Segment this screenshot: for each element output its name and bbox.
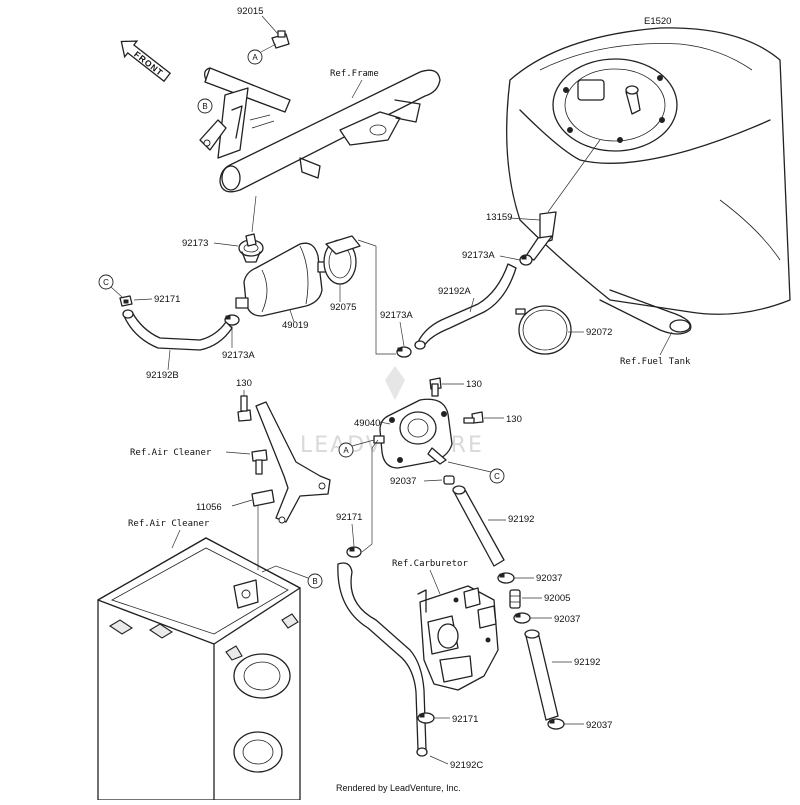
bolt-92015 <box>271 30 290 49</box>
label-92173: 92173 <box>182 238 208 249</box>
label-11056: 11056 <box>196 502 222 513</box>
label-92171-mid: 92171 <box>336 512 362 523</box>
ref-air-cleaner-1: Ref.Air Cleaner <box>130 448 212 458</box>
label-92037-top: 92037 <box>390 476 416 487</box>
marker-a-mid <box>338 442 354 458</box>
marker-c-left <box>98 274 114 290</box>
label-130-right: 130 <box>506 414 522 425</box>
label-92037-c: 92037 <box>586 720 612 731</box>
clamp-92171-mid <box>346 546 362 558</box>
bolt-air-cleaner <box>251 449 268 475</box>
label-92171-left: 92171 <box>154 294 180 305</box>
front-label: FRONT <box>132 49 165 78</box>
band-92072 <box>515 305 572 355</box>
bolt-130-left <box>237 395 252 422</box>
marker-c-left-text: C <box>103 278 109 287</box>
bracket-11056 <box>251 401 331 524</box>
clamp-92173 <box>238 233 264 263</box>
clamp-92173a-mid <box>396 346 412 358</box>
label-92075: 92075 <box>330 302 356 313</box>
fuel-tap-13159 <box>525 211 557 261</box>
front-arrow-icon: FRONT <box>120 40 172 83</box>
clamp-92037-a <box>497 572 515 584</box>
label-130-left: 130 <box>236 378 252 389</box>
fuel-pump-49040 <box>373 398 453 469</box>
hose-92192b <box>122 309 233 351</box>
clamp-92037-top <box>443 475 455 485</box>
label-92037-a: 92037 <box>536 573 562 584</box>
ref-carburetor-label: Ref.Carburetor <box>392 559 468 569</box>
fuel-tank <box>506 27 791 335</box>
clamp-92171-low <box>417 712 435 724</box>
marker-a-top-text: A <box>252 53 258 62</box>
label-92192-low: 92192 <box>574 657 600 668</box>
label-92192b: 92192B <box>146 370 179 381</box>
label-92171-low: 92171 <box>452 714 478 725</box>
clamp-92037-b <box>513 612 531 624</box>
label-92192-top: 92192 <box>508 514 534 525</box>
hose-92192c <box>337 562 428 757</box>
hose-92192a <box>414 263 517 350</box>
label-92173a-mid: 92173A <box>380 310 413 321</box>
clamp-92173a-left <box>224 314 240 326</box>
marker-b-low-text: B <box>312 577 317 586</box>
ref-frame-label: Ref.Frame <box>330 69 379 79</box>
ref-fuel-tank-label: Ref.Fuel Tank <box>620 357 691 367</box>
bolt-130-top <box>429 377 442 397</box>
clamp-92173a-right <box>519 254 533 266</box>
label-92173a-left: 92173A <box>222 350 255 361</box>
label-130-top: 130 <box>466 379 482 390</box>
marker-a-top <box>247 49 263 65</box>
ref-air-cleaner-2: Ref.Air Cleaner <box>128 519 210 529</box>
band-92075 <box>323 235 361 285</box>
frame-bracket <box>199 119 227 151</box>
label-92072: 92072 <box>586 327 612 338</box>
label-49040: 49040 <box>354 418 380 429</box>
marker-c-mid-text: C <box>494 472 500 481</box>
label-49019: 49019 <box>282 320 308 331</box>
footer-credit: Rendered by LeadVenture, Inc. <box>336 783 461 793</box>
label-92005: 92005 <box>544 593 570 604</box>
marker-a-mid-text: A <box>343 446 349 455</box>
fitting-92005 <box>509 589 521 609</box>
label-92015: 92015 <box>237 6 263 17</box>
label-92192a: 92192A <box>438 286 471 297</box>
marker-c-mid <box>489 468 505 484</box>
marker-b-top-text: B <box>202 102 207 111</box>
label-92192c: 92192C <box>450 760 483 771</box>
label-13159: 13159 <box>486 212 512 223</box>
clamp-92171-left <box>119 295 133 307</box>
label-92173a-right: 92173A <box>462 250 495 261</box>
label-92037-b: 92037 <box>554 614 580 625</box>
diagram-code: E1520 <box>644 16 671 27</box>
carburetor <box>417 585 499 691</box>
clamp-92037-c <box>547 718 565 730</box>
air-cleaner-box <box>97 537 301 801</box>
marker-b-low <box>307 573 323 589</box>
marker-b-top <box>197 98 213 114</box>
bolt-130-right <box>463 411 484 424</box>
hose-92192-top <box>452 485 505 567</box>
frame-tube <box>204 67 441 193</box>
hose-92192-low <box>524 629 559 721</box>
